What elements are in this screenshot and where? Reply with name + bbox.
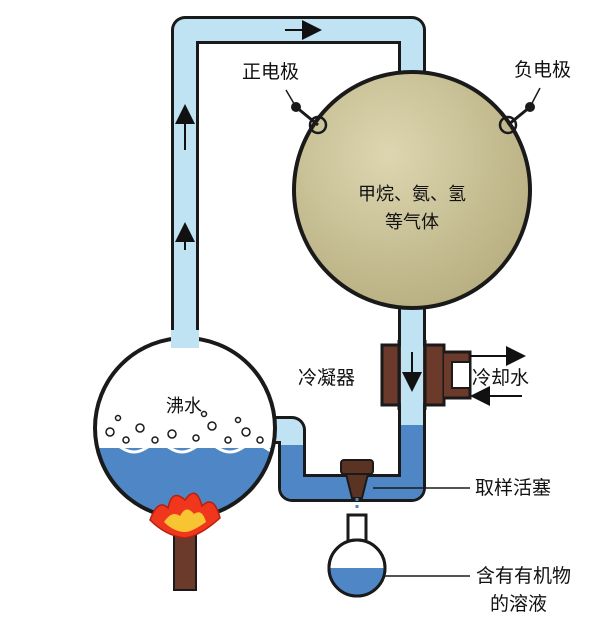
solution-label-line1: 含有有机物 (476, 565, 571, 587)
sampling-stopcock (340, 459, 470, 512)
collection-flask (327, 513, 470, 598)
positive-electrode-label: 正电极 (242, 61, 299, 83)
gases-label-line2: 等气体 (385, 212, 439, 233)
solution-label-line2: 的溶液 (490, 593, 547, 615)
flow-arrows (175, 20, 322, 250)
positive-electrode-icon (291, 102, 328, 135)
negative-electrode-leader (529, 87, 541, 108)
condenser-label: 冷凝器 (298, 367, 355, 389)
condenser-jacket (380, 340, 526, 410)
cooling-water-label: 冷却水 (472, 367, 529, 389)
sampling-stopcock-label: 取样活塞 (475, 477, 551, 499)
negative-electrode-label: 负电极 (514, 59, 571, 81)
burner (173, 529, 197, 591)
boiling-flask (93, 330, 277, 520)
bubbles (105, 410, 264, 444)
boiling-water-label: 沸水 (166, 396, 202, 417)
gas-sphere (292, 70, 532, 310)
gases-label-line1: 甲烷、氨、氢 (358, 184, 466, 205)
flame-icon (149, 492, 221, 539)
positive-electrode-leader (285, 89, 297, 108)
